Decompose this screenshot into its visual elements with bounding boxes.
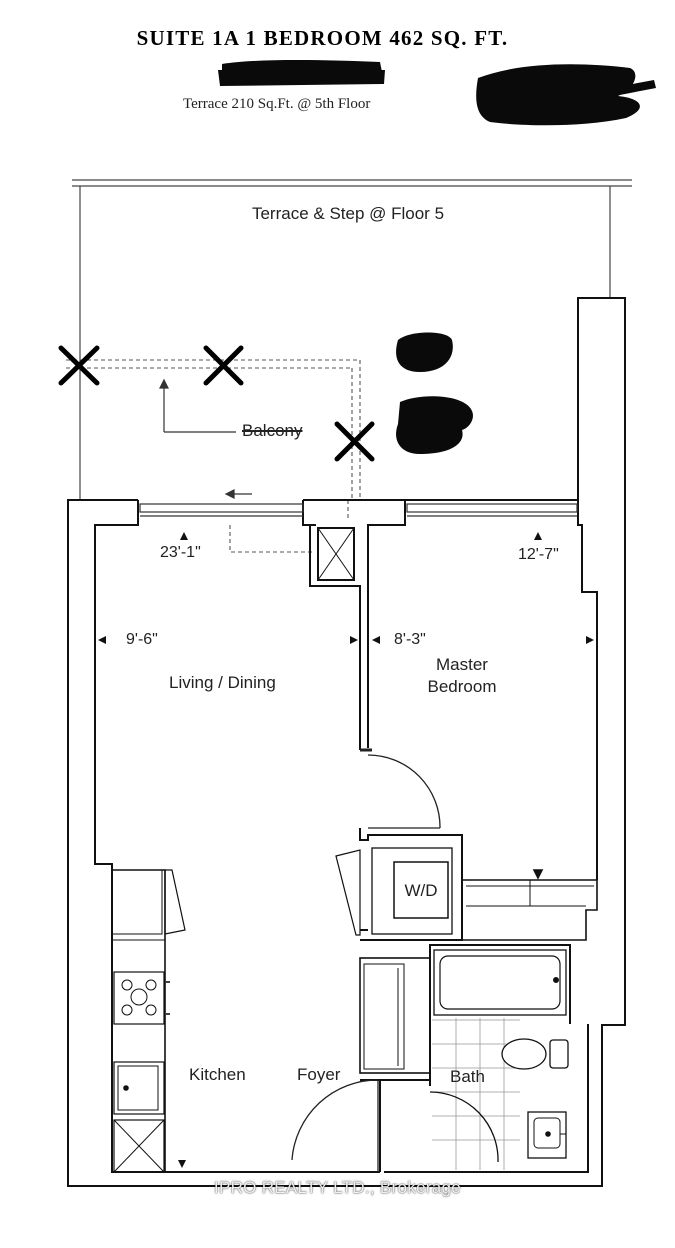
plan-subtitle: Terrace 210 Sq.Ft. @ 5th Floor: [183, 96, 371, 112]
x-marks: [58, 345, 375, 462]
brokerage-watermark: IPRO REALTY LTD., Brokerage: [213, 1178, 462, 1197]
dimension-arrows: [98, 532, 594, 1168]
master-bedroom-label-line1: Master: [436, 655, 488, 674]
balcony-label: Balcony: [242, 421, 303, 440]
windows: [139, 489, 578, 517]
living-depth-dimension: 9'-6": [126, 631, 158, 648]
terrace-label: Terrace & Step @ Floor 5: [251, 204, 445, 223]
bedroom-depth-dimension: 8'-3": [394, 631, 426, 648]
master-bedroom-label-line2: Bedroom: [427, 677, 497, 696]
balcony-indicator: [159, 378, 236, 433]
bedroom-door: [360, 748, 441, 829]
foyer-closet: [359, 957, 431, 1081]
bathroom: [379, 944, 571, 1172]
living-width-dimension: 23'-1": [160, 544, 201, 561]
bedroom-width-dimension: 12'-7": [518, 546, 559, 563]
foyer-label: Foyer: [297, 1065, 341, 1084]
bath-label: Bath: [450, 1067, 485, 1086]
exterior-walls: [67, 297, 626, 1187]
entry-door: [291, 1079, 379, 1172]
old-balcony-outline: [66, 359, 361, 553]
redaction-marks: [218, 60, 656, 454]
plan-title: SUITE 1A 1 BEDROOM 462 SQ. FT.: [136, 26, 509, 50]
mechanical-shaft: [309, 525, 361, 750]
kitchen-label: Kitchen: [189, 1065, 246, 1084]
terrace-outline: [72, 179, 632, 500]
bedroom-closet: [462, 869, 598, 941]
kitchen-cabinets: [111, 869, 186, 1173]
laundry-label: W/D: [404, 881, 438, 900]
living-dining-label: Living / Dining: [169, 673, 276, 692]
